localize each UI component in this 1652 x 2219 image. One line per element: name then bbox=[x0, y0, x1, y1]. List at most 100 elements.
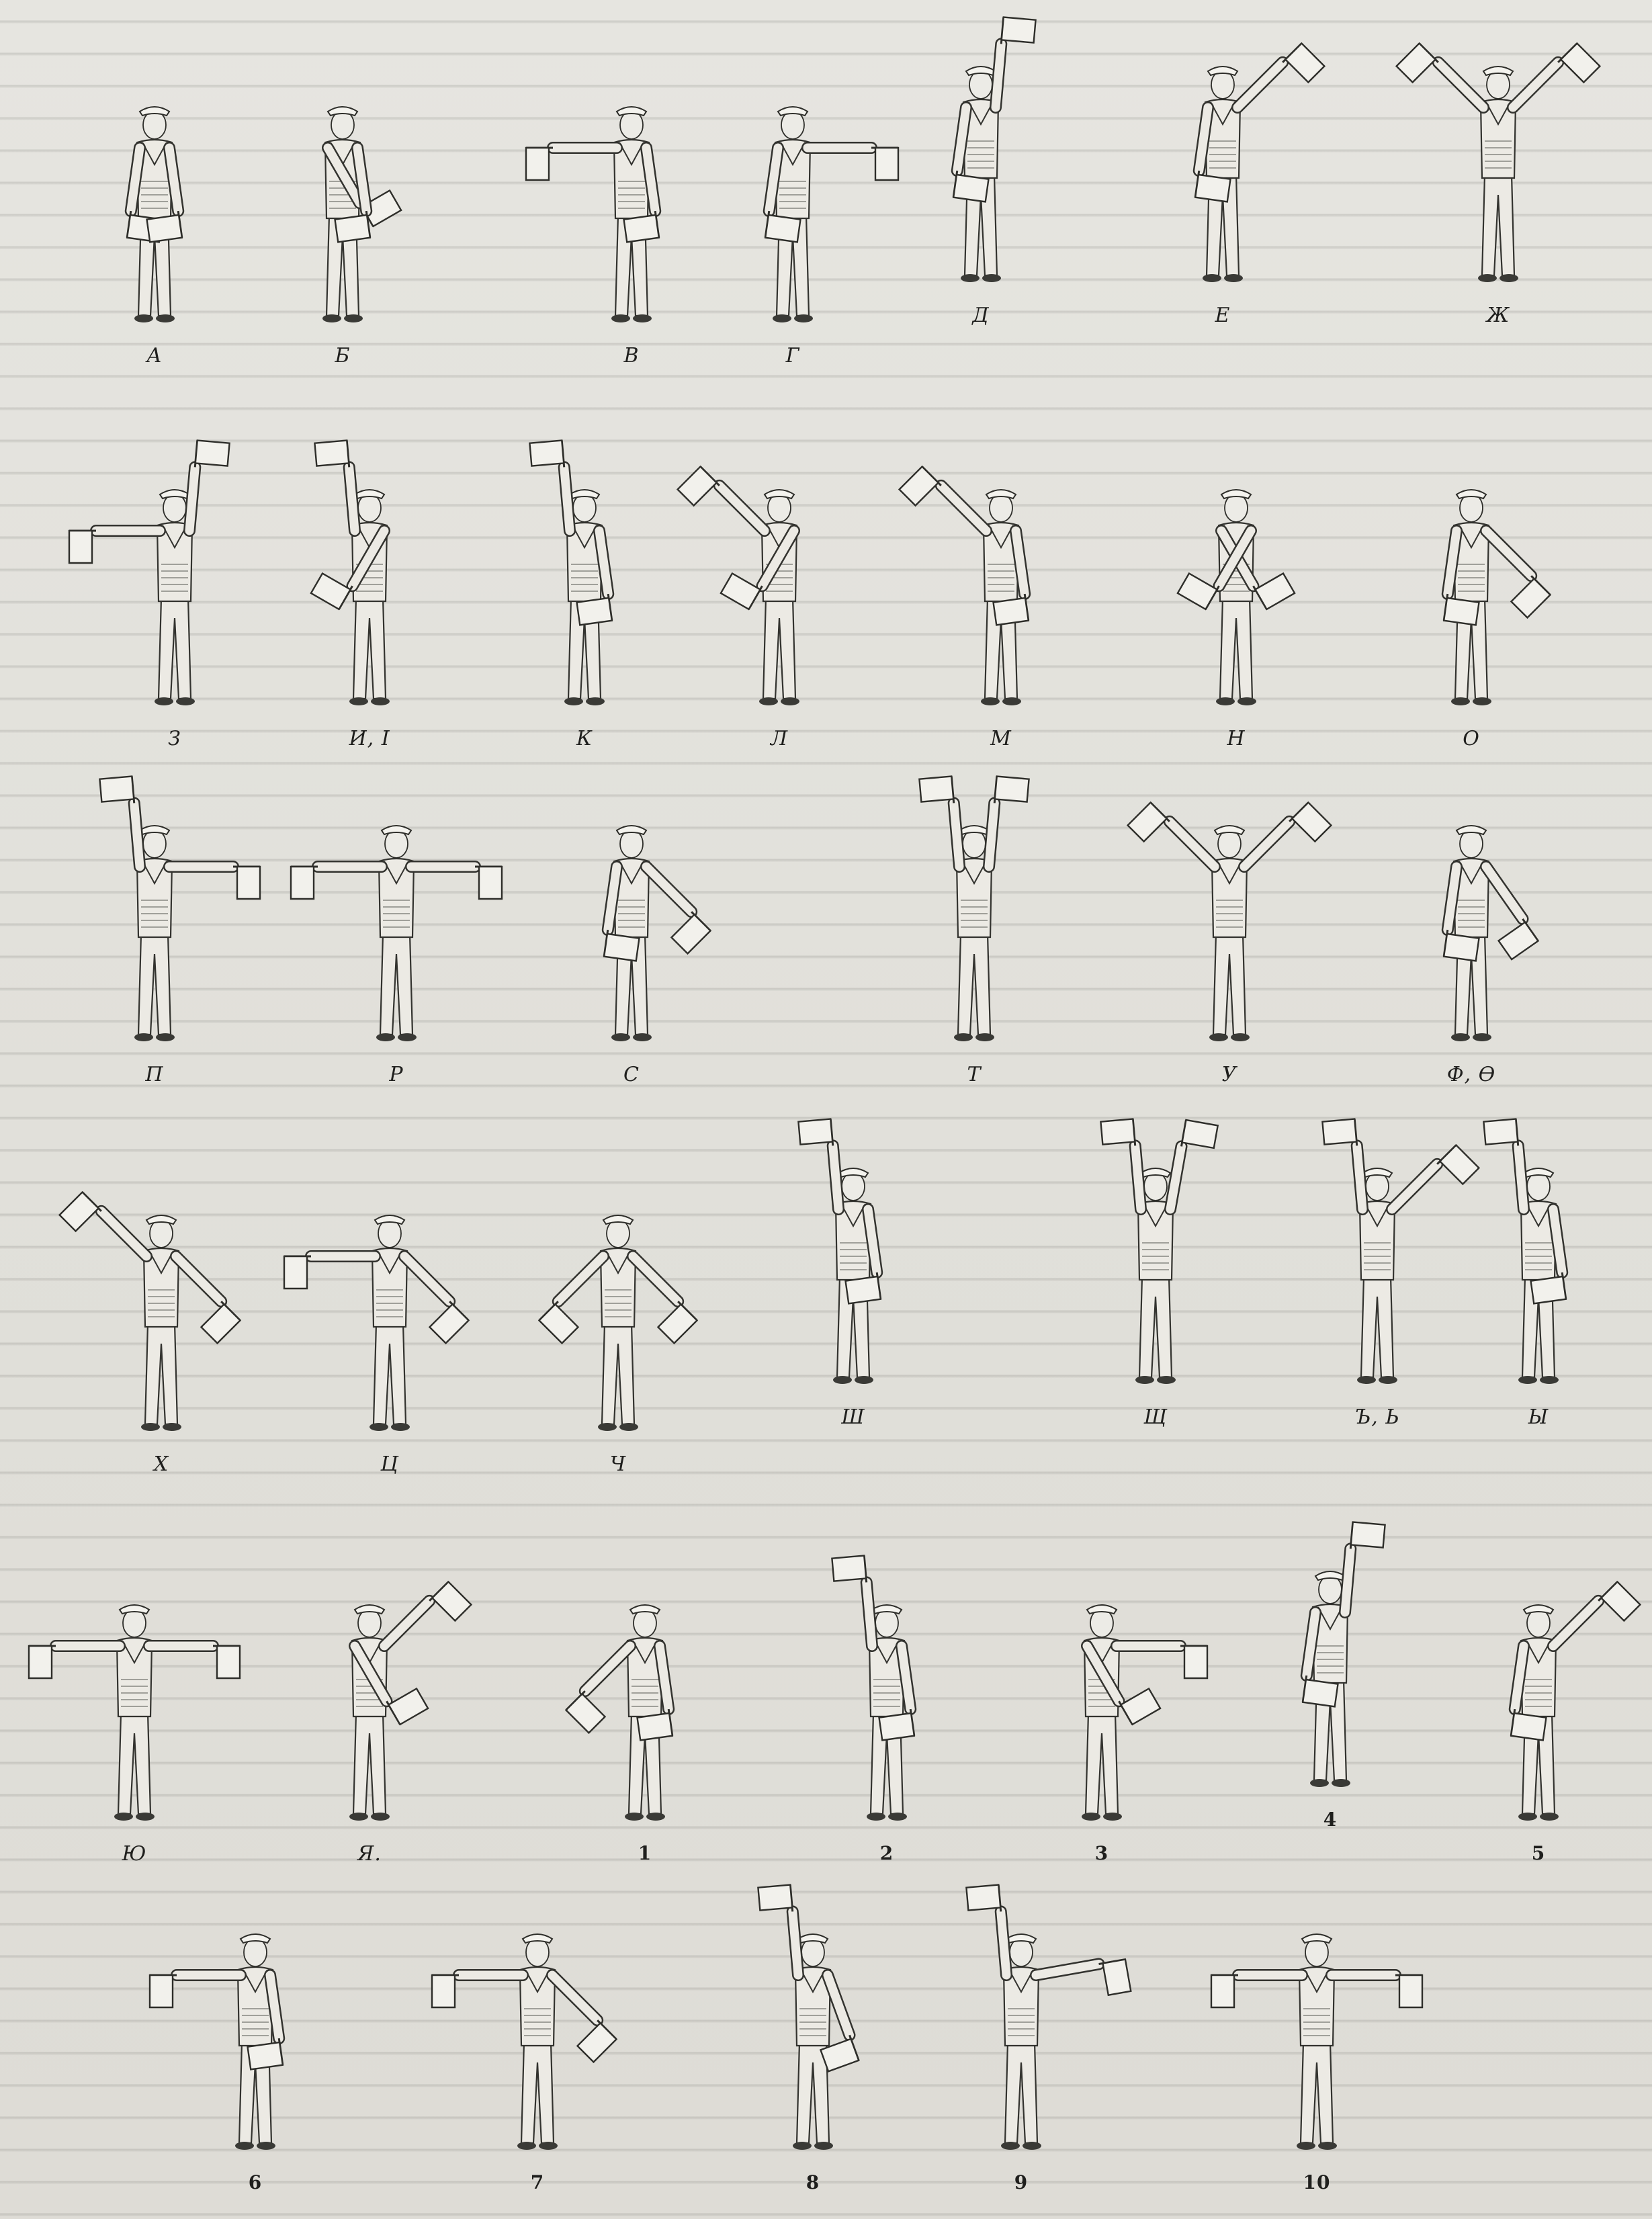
signal-figure-zh: Ж bbox=[1444, 40, 1552, 322]
signal-label: Г bbox=[712, 344, 873, 367]
signal-label: 10 bbox=[1236, 2171, 1397, 2193]
flag-l bbox=[284, 1256, 307, 1289]
signal-label: Ц bbox=[309, 1452, 470, 1476]
flag-r bbox=[624, 215, 659, 242]
sailor-drawing bbox=[343, 799, 450, 1055]
signal-figure-l: Л bbox=[726, 464, 833, 746]
flag-l bbox=[529, 441, 564, 466]
sailor-drawing bbox=[967, 1908, 1075, 2163]
signal-figure-kh: Х bbox=[107, 1189, 215, 1471]
sailor-drawing bbox=[1263, 1908, 1371, 2163]
signal-label: У bbox=[1149, 1063, 1310, 1086]
signal-label: О bbox=[1391, 727, 1552, 750]
signal-figure-k: К bbox=[531, 464, 638, 746]
signal-label: 6 bbox=[175, 2171, 336, 2193]
signal-figure-hard-sign: Ъ, Ь bbox=[1323, 1142, 1431, 1424]
flag-r bbox=[721, 573, 760, 609]
arm-r bbox=[1345, 1522, 1385, 1612]
arm-l bbox=[99, 777, 140, 867]
flag-r bbox=[1531, 1276, 1566, 1303]
flag-l bbox=[1211, 1975, 1234, 2007]
sailor-drawing bbox=[336, 1189, 443, 1444]
signal-figure-6: 6 bbox=[202, 1908, 309, 2190]
flag-r bbox=[237, 867, 260, 899]
signal-label: А bbox=[74, 344, 235, 367]
signal-figure-10: 10 bbox=[1263, 1908, 1371, 2190]
sailor-drawing bbox=[1418, 464, 1525, 719]
sailor-drawing bbox=[759, 1908, 867, 2163]
signal-label: Щ bbox=[1075, 1405, 1236, 1429]
sailor-drawing bbox=[484, 1908, 591, 2163]
sailor-drawing bbox=[578, 81, 685, 336]
signal-figure-8: 8 bbox=[759, 1908, 867, 2190]
signal-label: 5 bbox=[1458, 1842, 1619, 1864]
signal-label: Ф, Ѳ bbox=[1391, 1063, 1552, 1086]
flag-l bbox=[314, 441, 349, 466]
arm-l bbox=[758, 1885, 798, 1975]
signal-figure-s: С bbox=[578, 799, 685, 1082]
flag-l bbox=[389, 1688, 429, 1724]
signal-label: Т bbox=[894, 1063, 1055, 1086]
signal-figure-p: П bbox=[101, 799, 208, 1082]
flag-l bbox=[1195, 175, 1230, 202]
sailor-drawing bbox=[1323, 1142, 1431, 1397]
flag-l bbox=[832, 1556, 866, 1581]
signal-label: 1 bbox=[564, 1842, 726, 1864]
sailor-drawing bbox=[316, 464, 423, 719]
sailor-drawing bbox=[739, 81, 846, 336]
signal-label: С bbox=[551, 1063, 712, 1086]
signal-figure-v: В bbox=[578, 81, 685, 363]
sailor-drawing bbox=[202, 1908, 309, 2163]
sailor-drawing bbox=[531, 464, 638, 719]
sailor-drawing bbox=[1418, 799, 1525, 1055]
signal-figure-f: Ф, Ѳ bbox=[1418, 799, 1525, 1082]
sailor-drawing bbox=[101, 81, 208, 336]
signal-figure-b: Б bbox=[289, 81, 396, 363]
signal-figure-4: 4 bbox=[1276, 1545, 1384, 1827]
signal-label: Р bbox=[316, 1063, 477, 1086]
signal-label: Е bbox=[1142, 304, 1303, 327]
flag-l bbox=[1483, 1119, 1518, 1145]
sailor-drawing bbox=[1102, 1142, 1209, 1397]
arm-l bbox=[919, 777, 959, 867]
arm-l bbox=[1483, 1119, 1524, 1209]
flag-l bbox=[1121, 1688, 1161, 1724]
signal-label: К bbox=[504, 727, 665, 750]
sailor-drawing bbox=[1276, 1545, 1384, 1800]
signal-label: Ъ, Ь bbox=[1297, 1405, 1458, 1429]
signal-label: 3 bbox=[1021, 1842, 1182, 1864]
arm-l bbox=[832, 1556, 872, 1646]
signal-figure-d: Д bbox=[927, 40, 1035, 322]
flag-l bbox=[150, 1975, 173, 2007]
flag-l bbox=[953, 175, 988, 202]
signal-figure-2: 2 bbox=[833, 1579, 941, 1861]
signal-figure-u: У bbox=[1176, 799, 1283, 1082]
flag-r bbox=[248, 2042, 283, 2069]
flag-r bbox=[1182, 1120, 1218, 1148]
flag-r bbox=[879, 1713, 914, 1740]
arm-l bbox=[314, 441, 355, 531]
sailor-drawing bbox=[316, 1579, 423, 1834]
flag-l bbox=[291, 867, 314, 899]
signal-label: В bbox=[551, 344, 712, 367]
signal-figure-o: О bbox=[1418, 464, 1525, 746]
flag-l bbox=[919, 777, 953, 802]
flag-r bbox=[1002, 17, 1036, 43]
signal-figure-r: Р bbox=[343, 799, 450, 1082]
flag-r bbox=[577, 598, 612, 625]
flag-l bbox=[1303, 1680, 1338, 1706]
flag-r bbox=[479, 867, 502, 899]
signal-figure-5: 5 bbox=[1485, 1579, 1592, 1861]
flag-l bbox=[1100, 1119, 1135, 1145]
signal-figure-i: И, І bbox=[316, 464, 423, 746]
signal-label: Я. bbox=[289, 1842, 450, 1866]
flag-r bbox=[311, 573, 351, 609]
arm-l bbox=[966, 1885, 1006, 1975]
signal-label: 8 bbox=[732, 2171, 894, 2193]
flag-r bbox=[1184, 1646, 1207, 1678]
arm-l bbox=[1322, 1119, 1362, 1209]
signal-figure-ts: Ц bbox=[336, 1189, 443, 1471]
signal-figure-t: Т bbox=[920, 799, 1028, 1082]
sailor-drawing bbox=[564, 1189, 672, 1444]
signal-label: И, І bbox=[289, 727, 450, 750]
